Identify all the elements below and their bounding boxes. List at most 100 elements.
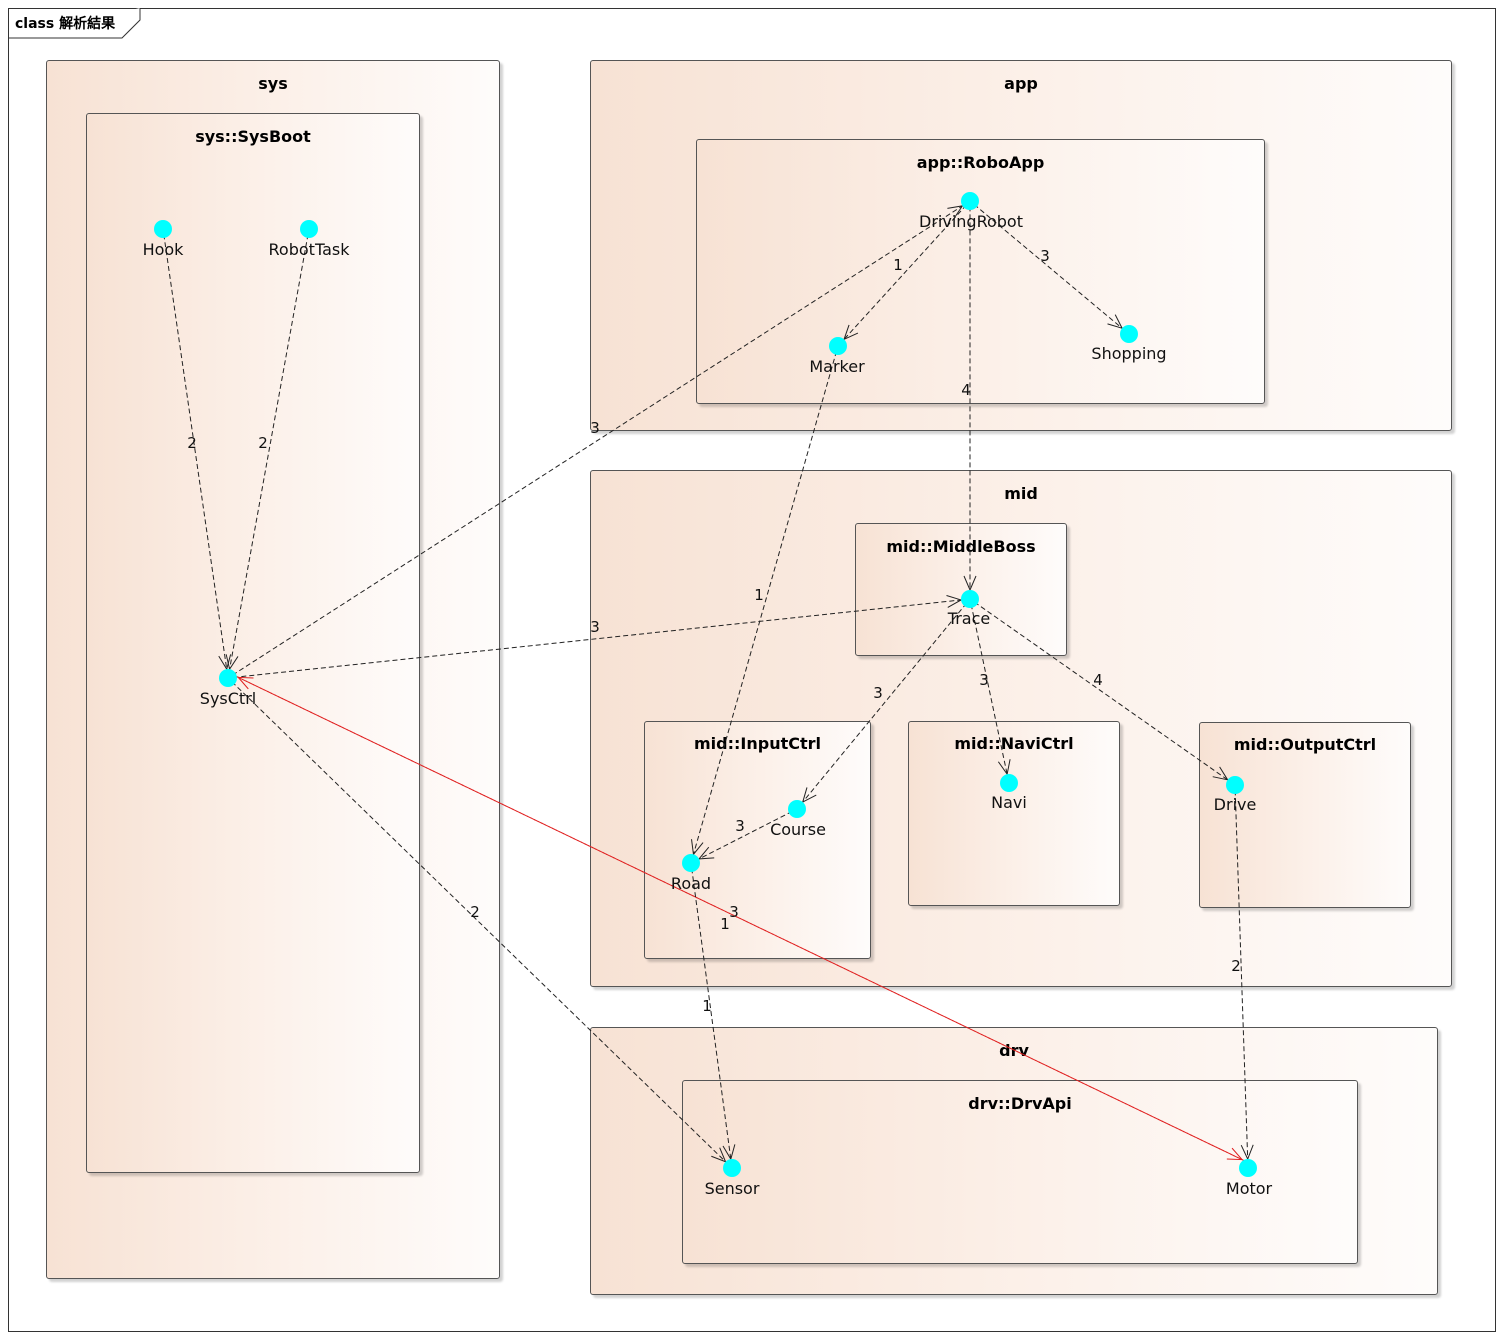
dependency-sysctrl-to-sensor[interactable]: 2 [231,681,727,1163]
package-drv-drvapi-title: drv::DrvApi [968,1094,1072,1113]
dependency-count-label: 1 [720,915,730,933]
dependency-count-label: 3 [590,419,600,437]
dependency-line [970,604,1008,775]
package-mid-outputctrl[interactable]: mid::OutputCtrl [1199,722,1411,908]
node-trace-label: Trace [947,609,991,628]
node-drivingrobot-label: DrivingRobot [919,212,1023,231]
node-course-label: Course [770,820,826,839]
dependency-count-label: 4 [1093,671,1103,689]
node-course-dot [788,800,806,818]
package-sys-sysboot[interactable]: sys::SysBoot [86,113,420,1173]
dependency-trace-to-drive[interactable]: 4 [974,601,1229,781]
dependency-count-label: 3 [590,618,600,636]
node-drive-label: Drive [1213,795,1257,814]
node-robottask-label: RobotTask [268,240,350,259]
node-motor-dot [1239,1159,1257,1177]
node-trace[interactable] [954,583,986,615]
node-motor-label: Motor [1225,1179,1273,1198]
node-sysctrl-dot [219,669,237,687]
node-drive-dot [1226,776,1244,794]
node-sensor[interactable] [716,1152,748,1184]
dependency-sysctrl-to-drivingrobot[interactable]: 3 [232,205,964,676]
dependency-count-label: 3 [873,684,883,702]
dependency-line [231,681,726,1163]
dependency-drivingrobot-to-trace[interactable]: 4 [961,206,977,592]
dependency-motor-to-sysctrl[interactable]: 1 [237,676,1246,1162]
node-road[interactable] [675,847,707,879]
node-marker[interactable] [822,330,854,362]
package-sys-sysboot-title: sys::SysBoot [195,127,311,146]
dependency-count-label: 1 [702,997,712,1015]
diagram-frame [8,8,1496,1332]
dependency-line [238,676,1246,1162]
package-sys-title: sys [258,74,288,93]
node-shopping-dot [1120,325,1138,343]
package-app-title: app [1004,74,1038,93]
node-shopping-label: Shopping [1091,344,1167,363]
dependency-line [234,675,1243,1161]
node-sensor-dot [723,1159,741,1177]
node-course[interactable] [781,793,813,825]
node-robottask[interactable] [293,213,325,245]
dependency-hook-to-sysctrl[interactable]: 2 [163,234,232,671]
dependency-count-label: 3 [1040,247,1050,265]
package-app-roboapp-title: app::RoboApp [916,153,1045,172]
dependency-count-label: 2 [1231,957,1241,975]
dependency-sysctrl-to-trace[interactable]: 3 [233,594,963,678]
node-sysctrl-label: SysCtrl [199,689,257,708]
node-motor[interactable] [1232,1152,1264,1184]
package-mid-middleboss-title: mid::MiddleBoss [886,537,1036,556]
package-mid-middleboss[interactable]: mid::MiddleBoss [855,523,1067,656]
dependency-count-label: 2 [187,434,197,452]
dependency-trace-to-course[interactable]: 3 [801,602,967,804]
package-mid-navictrl-title: mid::NaviCtrl [954,734,1074,753]
dependency-line [229,234,309,670]
dependency-count-label: 2 [258,434,268,452]
node-sysctrl[interactable] [212,662,244,694]
package-mid-outputctrl-title: mid::OutputCtrl [1233,735,1377,754]
dependency-trace-to-navi[interactable]: 3 [970,604,1011,776]
dependency-line [1234,790,1249,1160]
node-shopping[interactable] [1113,318,1145,350]
dependency-count-label: 4 [961,381,971,399]
node-road-dot [682,854,700,872]
dependency-line [163,234,228,670]
node-navi[interactable] [993,767,1025,799]
dependency-marker-to-road[interactable]: 1 [691,351,838,856]
dependency-count-label: 3 [735,817,745,835]
dependency-line [232,205,963,676]
dependency-count-label: 3 [979,671,989,689]
dependency-line [973,204,1123,329]
node-navi-dot [1000,774,1018,792]
frame-title-tab [8,8,141,39]
frame-title: class 解析結果 [15,16,116,32]
node-drivingrobot[interactable] [954,185,986,217]
dependency-line [692,351,838,855]
dependency-count-label: 2 [470,903,480,921]
package-app-roboapp[interactable]: app::RoboApp [696,139,1265,404]
dependency-line [233,599,962,678]
package-mid-navictrl[interactable]: mid::NaviCtrl [908,721,1120,906]
node-road-label: Road [670,874,712,893]
dependency-count-label: 3 [729,903,739,921]
dependency-count-label: 1 [754,586,764,604]
node-hook-dot [154,220,172,238]
dependency-line [802,602,967,803]
node-drive[interactable] [1219,769,1251,801]
package-mid-title: mid [1004,484,1038,503]
dependency-arrowhead [237,676,254,690]
node-hook-label: Hook [142,240,184,259]
dependency-robottask-to-sysctrl[interactable]: 2 [225,234,309,671]
package-mid-inputctrl[interactable]: mid::InputCtrl [644,721,871,959]
dependency-count-label: 1 [893,256,903,274]
node-robottask-dot [300,220,318,238]
dependency-line [698,811,793,860]
node-hook[interactable] [147,213,179,245]
package-mid-inputctrl-title: mid::InputCtrl [693,734,821,753]
node-marker-dot [829,337,847,355]
dependency-line [974,601,1228,781]
dependency-drive-to-motor[interactable]: 2 [1231,790,1254,1161]
node-sensor-label: Sensor [704,1179,760,1198]
node-trace-dot [961,590,979,608]
